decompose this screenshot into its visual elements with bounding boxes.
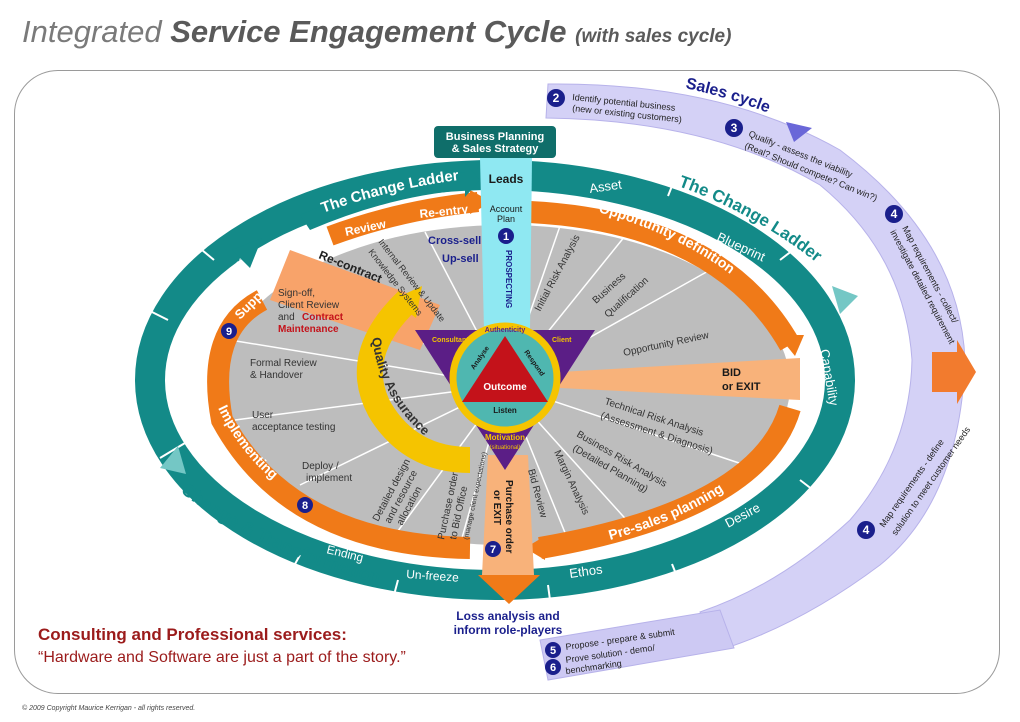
tri-outcome: Outcome: [483, 382, 527, 393]
sales-cycle-arrow: [786, 122, 812, 142]
seg-signoff4: Contract: [302, 312, 344, 323]
step-1-num: 1: [503, 231, 509, 243]
outer-unfreeze: Un-freeze: [406, 567, 460, 585]
orange-ring-lower-right: [538, 404, 801, 559]
refreeze-arrow: [232, 238, 262, 268]
qa-arrowhead: [392, 286, 422, 318]
sales-step-4b-num: 4: [863, 523, 870, 537]
title-suffix: (with sales cycle): [575, 26, 732, 47]
sales-step-2-num: 2: [553, 91, 560, 105]
loss-arrow: [478, 575, 540, 604]
change-transformation-arrow: [160, 446, 186, 474]
step-8-badge: [297, 497, 313, 513]
seg-formal1: Formal Review: [250, 358, 317, 369]
step-7-num: 7: [490, 544, 496, 556]
sales-step-3-badge: [725, 119, 743, 137]
sales-step-3-num: 3: [731, 121, 738, 135]
step-7-badge: [485, 541, 501, 557]
tri-listen: Listen: [493, 406, 517, 415]
seg-formal2: & Handover: [250, 370, 303, 381]
outer-ring-separators: [139, 165, 827, 616]
sales-step-5-badge: [545, 642, 561, 658]
seg-deploy1: Deploy /: [302, 461, 339, 472]
change-ladder-left-arrow: [300, 163, 480, 230]
outer-asset: Asset: [588, 177, 623, 196]
outcome-triangle: [462, 336, 548, 402]
up-sell-label: Up-sell: [442, 253, 479, 265]
account-plan-line1: Account: [490, 204, 523, 214]
loss-line2: inform role-players: [454, 623, 563, 637]
cross-sell-label: Cross-sell: [428, 235, 481, 247]
quality-assurance-ring: [356, 290, 471, 473]
purchase-label: Purchase order: [503, 480, 514, 553]
seg-signoff5: Maintenance: [278, 324, 339, 335]
seg-uat1: User: [252, 410, 274, 421]
bottom-note: Consulting and Professional services: “H…: [38, 625, 406, 667]
outer-beginnings: Beginnings: [172, 330, 198, 396]
loss-line1: Loss analysis and: [456, 609, 559, 623]
business-planning-line2: & Sales Strategy: [452, 143, 540, 155]
tri-authenticity: Authenticity: [485, 327, 526, 334]
purchase-exit-label: or EXIT: [491, 490, 502, 525]
title-prefix: Integrated: [22, 14, 162, 49]
leads-label: Leads: [489, 172, 524, 186]
copyright: © 2009 Copyright Maurice Kerrigan - all …: [22, 705, 196, 712]
step-1-badge: [498, 228, 514, 244]
title-bold: Service Engagement Cycle: [170, 14, 567, 49]
step-9-num: 9: [226, 326, 232, 338]
blueprint-arrow: [832, 286, 858, 314]
tri-client: Client: [552, 337, 572, 344]
diagram-frame: [14, 70, 1000, 694]
sales-step-4b-badge: [857, 521, 875, 539]
tri-consultant: Consultant: [432, 337, 469, 344]
bid-exit-wedge: [560, 358, 800, 400]
seg-signoff1: Sign-off,: [278, 288, 315, 299]
sales-step-4a-badge: [885, 205, 903, 223]
sales-step-6-num: 6: [550, 662, 556, 674]
tri-motivation: Motivation: [485, 433, 525, 442]
sales-step-5-num: 5: [550, 645, 556, 657]
orange-ring-right: [529, 201, 800, 351]
step-8-num: 8: [302, 500, 308, 512]
outer-ethos: Ethos: [568, 561, 604, 581]
account-plan-line2: Plan: [497, 214, 515, 224]
bottom-note-title: Consulting and Professional services:: [38, 625, 347, 644]
orange-ring-lower-arrowhead: [525, 536, 545, 560]
seg-uat2: acceptance testing: [252, 422, 335, 433]
tri-motivation-sub: (situational): [489, 445, 520, 451]
seg-signoff3: and: [278, 312, 295, 323]
sales-step-2-badge: [547, 89, 565, 107]
big-right-arrow: [932, 340, 976, 404]
sales-step-4a-num: 4: [891, 207, 898, 221]
bid-label: BID: [722, 367, 741, 379]
business-planning-line1: Business Planning: [446, 131, 544, 143]
reentry-arrowhead: [470, 190, 492, 214]
business-planning-box: [434, 126, 556, 158]
sales-step-6-badge: [545, 659, 561, 675]
page-title: Integrated Service Engagement Cycle (wit…: [22, 14, 731, 50]
bid-exit-label: or EXIT: [722, 381, 761, 393]
orange-ring-right-arrowhead: [778, 335, 804, 356]
prospecting-label: PROSPECTING: [504, 250, 513, 308]
seg-signoff2: Client Review: [278, 300, 340, 311]
bottom-note-quote: “Hardware and Software are just a part o…: [38, 649, 406, 666]
reentry-label: Re-entry: [419, 202, 469, 221]
step-9-badge: [221, 323, 237, 339]
orange-ring-top-left: [326, 192, 480, 246]
seg-deploy2: implement: [306, 473, 352, 484]
